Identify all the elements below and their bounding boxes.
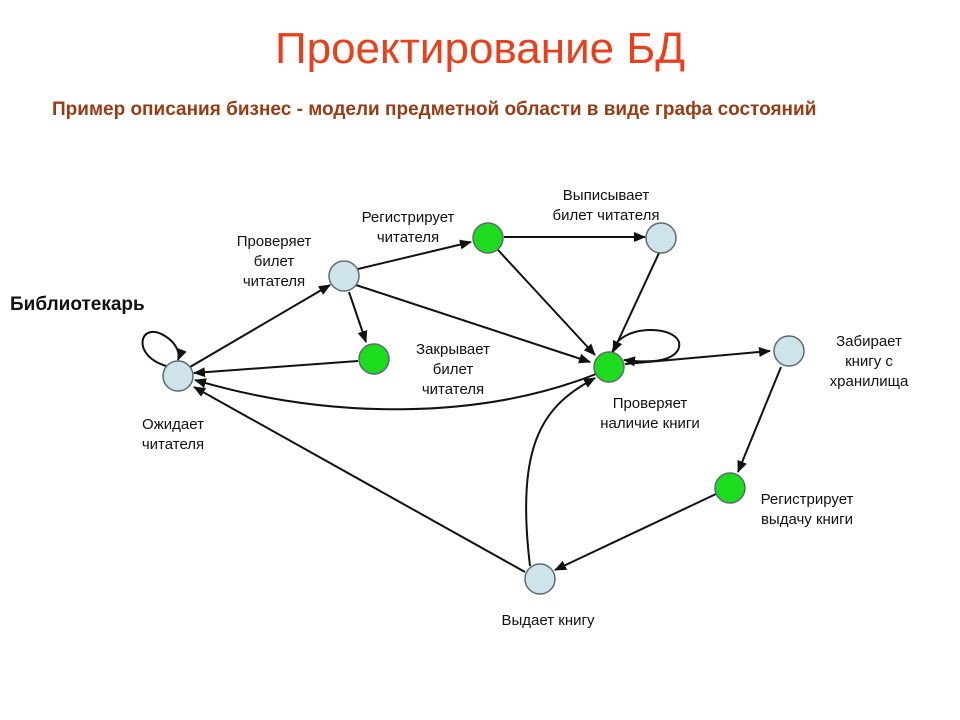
edge-issue-ticket-check-book — [612, 252, 660, 353]
node-label-check-book: Проверяет наличие книги — [600, 395, 700, 432]
node-label-wait: Ожидает читателя — [141, 416, 205, 453]
node-label-close-ticket: Закрывает билет читателя — [416, 341, 490, 398]
edge-wait-check-ticket — [189, 284, 331, 368]
edge-wait-self — [141, 330, 187, 367]
node-register-issue — [714, 472, 746, 504]
node-close-ticket — [358, 343, 390, 375]
edge-give-book-wait — [193, 386, 526, 573]
node-label-register-reader: Регистрирует читателя — [361, 209, 455, 246]
node-give-book — [524, 563, 556, 595]
node-label-take-book: Забирает книгу с хранилища — [829, 333, 909, 390]
edge-register-issue-give-book — [554, 493, 717, 571]
edge-check-ticket-close-ticket — [348, 291, 368, 343]
edge-check-ticket-check-book — [355, 284, 591, 364]
edge-give-book-check-book — [525, 377, 596, 567]
node-register-reader — [472, 222, 504, 254]
node-check-ticket — [328, 260, 360, 292]
edge-check-ticket-register-reader — [357, 239, 472, 270]
edge-check-book-take-book — [624, 347, 771, 365]
node-check-book — [593, 351, 625, 383]
edge-take-book-register-issue — [737, 366, 782, 473]
node-issue-ticket — [645, 222, 677, 254]
edge-register-reader-check-book — [497, 249, 596, 356]
node-label-issue-ticket: Выписывает билет читателя — [552, 187, 660, 224]
slide-subtitle: Пример описания бизнес - модели предметн… — [52, 99, 817, 120]
edge-close-ticket-wait — [193, 360, 359, 378]
node-label-check-ticket: Проверяет билет читателя — [236, 233, 312, 290]
slide-title: Проектирование БД — [274, 24, 686, 73]
node-take-book — [773, 335, 805, 367]
node-wait — [162, 360, 194, 392]
node-label-register-issue: Регистрирует выдачу книги — [760, 491, 854, 528]
node-label-give-book: Выдает книгу — [501, 612, 595, 629]
role-label: Библиотекарь — [10, 294, 145, 315]
edge-check-book-wait — [194, 373, 597, 411]
